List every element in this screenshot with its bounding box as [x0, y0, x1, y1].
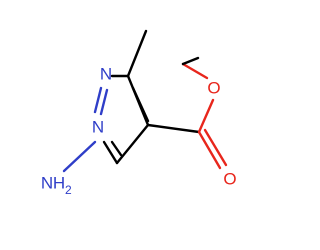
atom-n1: N [92, 117, 104, 136]
atom-o-carbonyl: O [223, 169, 236, 188]
bond-carbonyl-oester [197, 98, 215, 134]
bond-n1-n2 [93, 86, 103, 114]
bond-carbonyl-o-double [203, 128, 228, 167]
bond-c4-carbonyl [146, 123, 201, 134]
bond-n2-n1-double [99, 88, 109, 116]
bond-oester-methyl [181, 62, 209, 80]
atom-o-ester: O [207, 78, 220, 97]
molecule-structure: N N N H 2 O O [41, 29, 237, 197]
bond-c5-n1-inner [110, 140, 123, 157]
bond-ester-methyl [181, 56, 200, 66]
bond-c4-c5 [115, 123, 150, 165]
amino-group: N H 2 [41, 173, 72, 197]
atom-nh2-h: H [53, 173, 65, 192]
atom-nh2-count: 2 [65, 183, 72, 197]
atom-nh2-symbol: N [41, 173, 53, 192]
atom-n2: N [100, 64, 112, 83]
bond-c3-methyl [126, 29, 148, 78]
bond-n1-nh2 [62, 140, 97, 173]
bond-c5-n1 [102, 140, 119, 165]
bond-c3-c4-inner [131, 86, 150, 123]
bond-carbonyl-o [197, 130, 222, 170]
